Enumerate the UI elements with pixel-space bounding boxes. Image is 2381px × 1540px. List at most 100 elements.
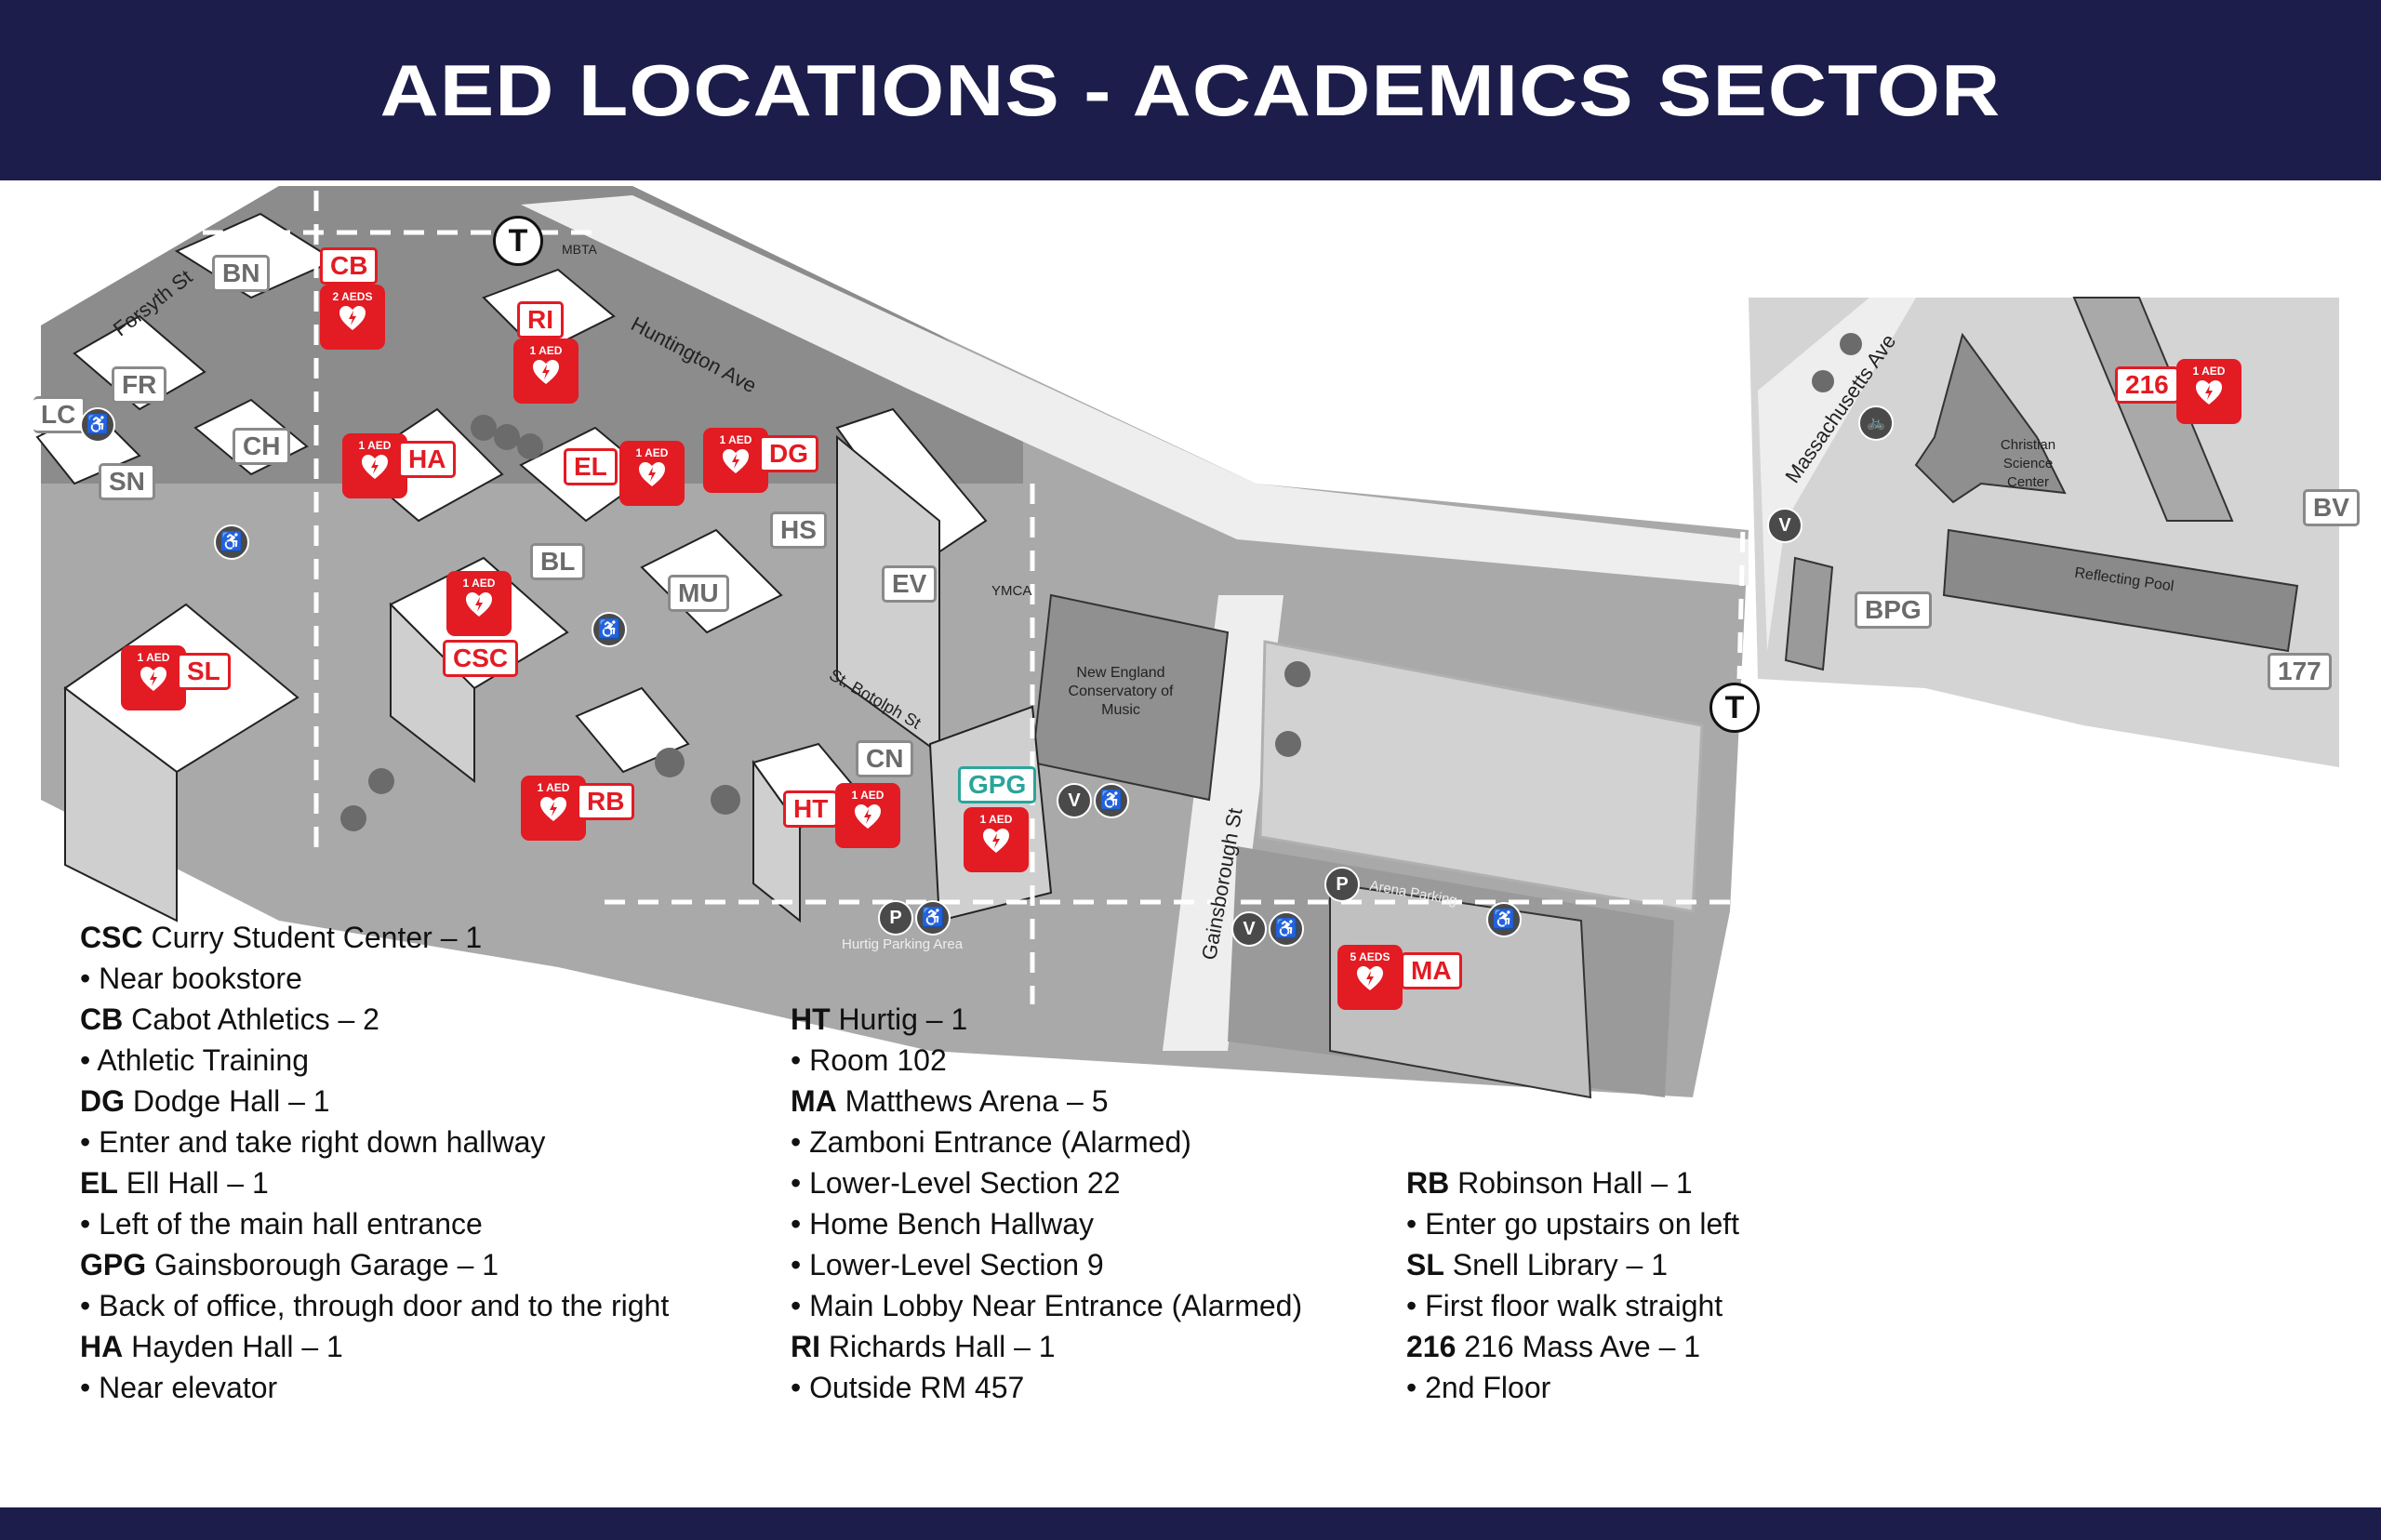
building-ht[interactable]: HT: [783, 790, 839, 828]
mbta-t-icon: T: [1709, 683, 1760, 733]
building-gpg[interactable]: GPG: [958, 766, 1037, 803]
nec-label: New England Conservatory of Music: [1068, 665, 1174, 718]
legend-column-2: HT Hurtig – 1 • Room 102 MA Matthews Are…: [791, 999, 1302, 1408]
aed-badge-sl[interactable]: 1 AED: [121, 645, 186, 710]
legend-entry: EL Ell Hall – 1: [80, 1166, 269, 1200]
aed-badge-gpg[interactable]: 1 AED: [964, 807, 1029, 872]
building-bn[interactable]: BN: [212, 255, 271, 292]
building-hs[interactable]: HS: [770, 511, 827, 549]
page-title: AED LOCATIONS - ACADEMICS SECTOR: [379, 48, 2002, 131]
aed-badge-rb[interactable]: 1 AED: [521, 776, 586, 841]
accessible-icon: ♿: [1486, 902, 1522, 937]
bike-icon: 🚲: [1858, 405, 1894, 441]
building-csc[interactable]: CSC: [443, 640, 519, 677]
building-mu[interactable]: MU: [668, 575, 729, 612]
aed-heart-icon: [140, 667, 166, 691]
building-cb[interactable]: CB: [320, 247, 379, 285]
legend-entry: RI Richards Hall – 1: [791, 1330, 1056, 1363]
building-bv[interactable]: BV: [2303, 489, 2360, 526]
building-216[interactable]: 216: [2115, 366, 2179, 404]
visitor-icon: V: [1767, 508, 1802, 543]
building-sl[interactable]: SL: [177, 653, 231, 690]
accessible-icon: ♿: [1269, 911, 1304, 947]
aed-badge-cb[interactable]: 2 AEDS: [320, 285, 385, 350]
legend-entry: DG Dodge Hall – 1: [80, 1084, 330, 1118]
parking-icon: P: [878, 900, 913, 936]
legend-entry: MA Matthews Arena – 5: [791, 1084, 1109, 1118]
legend-entry: GPG Gainsborough Garage – 1: [80, 1248, 499, 1281]
aed-count: 2 AEDS: [332, 290, 373, 303]
hurtig-parking-label: Hurtig Parking Area: [842, 936, 964, 952]
christian-science-label: Christian Science Center: [2000, 437, 2056, 490]
legend-column-1: CSC Curry Student Center – 1 • Near book…: [80, 917, 669, 1408]
legend-entry: HT Hurtig – 1: [791, 1002, 968, 1036]
legend-entry: RB Robinson Hall – 1: [1406, 1166, 1693, 1200]
building-177[interactable]: 177: [2268, 653, 2332, 690]
aed-badge-ha[interactable]: 1 AED: [342, 433, 407, 498]
legend-entry: 216 216 Mass Ave – 1: [1406, 1330, 1701, 1363]
aed-heart-icon: [339, 306, 366, 330]
aed-heart-icon: [2196, 380, 2222, 405]
aed-count: 1 AED: [2192, 365, 2226, 378]
aed-count: 1 AED: [462, 577, 496, 590]
aed-count: 5 AEDS: [1350, 950, 1390, 963]
building-ha[interactable]: HA: [398, 441, 457, 478]
parking-icon: P: [1324, 867, 1360, 902]
building-ev[interactable]: EV: [882, 565, 938, 603]
aed-heart-icon: [540, 797, 566, 821]
aed-count: 1 AED: [137, 651, 170, 664]
legend-entry: CB Cabot Athletics – 2: [80, 1002, 379, 1036]
aed-heart-icon: [362, 455, 388, 479]
aed-badge-dg[interactable]: 1 AED: [703, 428, 768, 493]
aed-badge-el[interactable]: 1 AED: [619, 441, 685, 506]
aed-count: 1 AED: [719, 433, 752, 446]
aed-badge-csc[interactable]: 1 AED: [446, 571, 512, 636]
visitor-icon: V: [1057, 783, 1092, 818]
accessible-icon: ♿: [80, 407, 115, 443]
building-bpg[interactable]: BPG: [1855, 591, 1932, 629]
aed-count: 1 AED: [537, 781, 570, 794]
aed-heart-icon: [1357, 966, 1383, 990]
legend-entry: HA Hayden Hall – 1: [80, 1330, 343, 1363]
aed-heart-icon: [983, 829, 1009, 853]
visitor-icon: V: [1231, 911, 1267, 947]
building-bl[interactable]: BL: [530, 543, 586, 580]
building-el[interactable]: EL: [564, 448, 618, 485]
building-ma[interactable]: MA: [1401, 952, 1462, 989]
ymca-label: YMCA: [991, 583, 1032, 599]
aed-count: 1 AED: [979, 813, 1013, 826]
aed-heart-icon: [723, 449, 749, 473]
legend-entry: CSC Curry Student Center – 1: [80, 921, 483, 954]
legend-entry: SL Snell Library – 1: [1406, 1248, 1669, 1281]
page-header: AED LOCATIONS - ACADEMICS SECTOR: [0, 0, 2381, 180]
aed-count: 1 AED: [358, 439, 392, 452]
page-footer: [0, 1507, 2381, 1540]
aed-heart-icon: [855, 804, 881, 829]
accessible-icon: ♿: [915, 900, 951, 936]
mbta-label: MBTA: [562, 242, 597, 257]
aed-count: 1 AED: [851, 789, 885, 802]
building-ch[interactable]: CH: [233, 428, 291, 465]
accessible-icon: ♿: [592, 612, 627, 647]
aed-badge-216[interactable]: 1 AED: [2176, 359, 2241, 424]
accessible-icon: ♿: [214, 524, 249, 560]
building-lc[interactable]: LC: [33, 396, 86, 433]
aed-heart-icon: [639, 462, 665, 486]
aed-badge-ri[interactable]: 1 AED: [513, 339, 579, 404]
aed-heart-icon: [533, 360, 559, 384]
aed-heart-icon: [466, 592, 492, 617]
aed-count: 1 AED: [635, 446, 669, 459]
map-base: [35, 186, 2339, 1099]
building-rb[interactable]: RB: [577, 783, 635, 820]
mbta-t-icon: T: [493, 216, 543, 266]
building-cn[interactable]: CN: [856, 740, 914, 777]
accessible-icon: ♿: [1094, 783, 1129, 818]
building-ri[interactable]: RI: [517, 301, 564, 339]
campus-map: T MBTA T Forsyth St Huntington Ave St. B…: [0, 180, 2381, 1110]
aed-count: 1 AED: [529, 344, 563, 357]
building-fr[interactable]: FR: [112, 366, 167, 404]
building-dg[interactable]: DG: [759, 435, 818, 472]
aed-badge-ma[interactable]: 5 AEDS: [1337, 945, 1403, 1010]
building-sn[interactable]: SN: [99, 463, 155, 500]
aed-badge-ht[interactable]: 1 AED: [835, 783, 900, 848]
